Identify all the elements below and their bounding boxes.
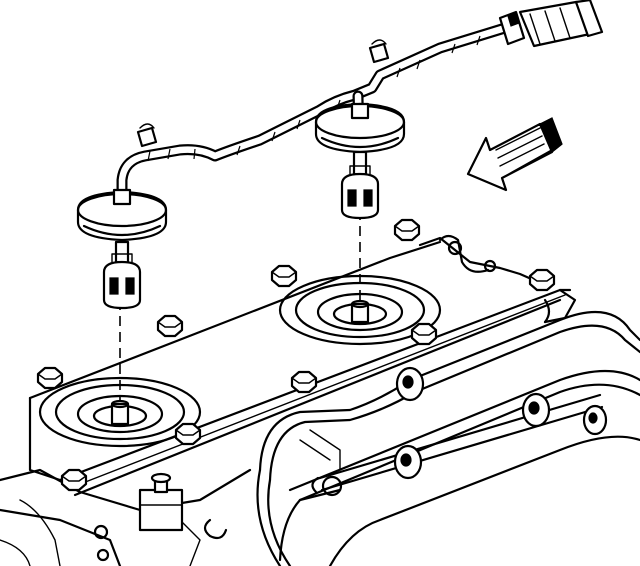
injector [521, 392, 551, 428]
stud-sensor [138, 472, 184, 532]
injector [395, 366, 425, 402]
injector [582, 404, 608, 436]
bolt [528, 268, 556, 292]
bolt [410, 322, 438, 346]
harness-connector [498, 0, 604, 48]
bolt [174, 422, 202, 446]
bolt [60, 468, 88, 492]
wiring-harness [116, 22, 511, 211]
installation-guides [119, 210, 361, 400]
fuel-rail [311, 393, 604, 494]
bolt [290, 370, 318, 394]
knock-sensor-connector-left [102, 240, 142, 310]
direction-arrow [466, 117, 563, 192]
injector [393, 444, 423, 480]
intake-runner-cover [256, 310, 640, 566]
knock-sensor-connector-right [340, 150, 380, 220]
bolt [156, 314, 184, 338]
bolts [36, 218, 556, 492]
valley-cover [28, 234, 577, 497]
bolt [36, 366, 64, 390]
engine-block [0, 468, 252, 566]
bolt [393, 218, 421, 242]
grommet-left [76, 188, 168, 242]
grommet-right [314, 102, 406, 154]
bolt [270, 264, 298, 288]
